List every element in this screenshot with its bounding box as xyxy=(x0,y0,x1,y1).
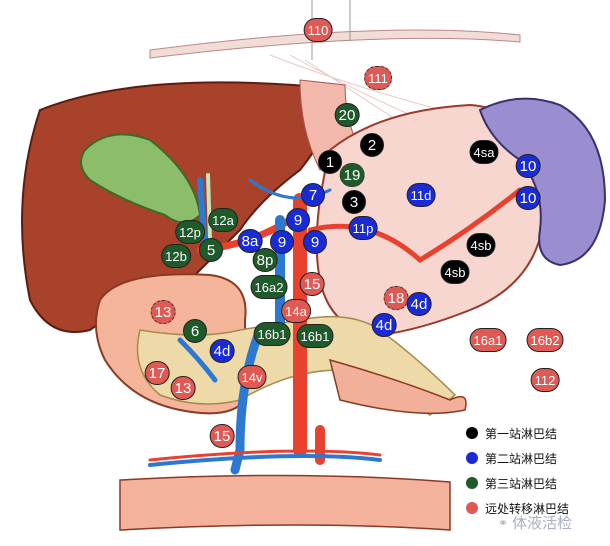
legend-item-second-station: 第二站淋巴结 xyxy=(466,447,569,469)
lymph-node-7: 7 xyxy=(301,183,325,207)
lymph-node-9: 9 xyxy=(270,230,294,254)
lymph-node-13: 13 xyxy=(170,376,196,400)
jejunum xyxy=(328,358,467,415)
lymph-node-112: 112 xyxy=(530,368,560,392)
legend-dot xyxy=(466,452,478,464)
lymph-node-16b1: 16b1 xyxy=(253,322,291,346)
wechat-icon: ⚭ xyxy=(498,515,509,530)
lymph-node-4sb: 4sb xyxy=(440,260,470,284)
lymph-node-11p: 11p xyxy=(348,216,378,240)
legend: 第一站淋巴结 第二站淋巴结 第三站淋巴结 远处转移淋巴结 xyxy=(466,422,569,522)
lymph-node-16b2: 16b2 xyxy=(526,328,564,352)
legend-label: 第三站淋巴结 xyxy=(485,476,558,491)
lymph-node-4d: 4d xyxy=(371,313,397,337)
lymph-node-9: 9 xyxy=(286,208,310,232)
lymph-node-4d: 4d xyxy=(406,292,432,316)
lymph-node-6: 6 xyxy=(183,319,207,343)
legend-label: 第二站淋巴结 xyxy=(485,451,558,466)
lymph-node-9: 9 xyxy=(303,230,327,254)
lymph-node-19: 19 xyxy=(339,163,365,187)
legend-item-third-station: 第三站淋巴结 xyxy=(466,472,569,494)
legend-item-first-station: 第一站淋巴结 xyxy=(466,422,569,444)
lymph-node-16a1: 16a1 xyxy=(469,328,507,352)
legend-dot xyxy=(466,502,478,514)
lymph-node-12a: 12a xyxy=(208,208,238,232)
lymph-node-3: 3 xyxy=(342,190,366,214)
lymph-node-14a: 14a xyxy=(281,299,311,323)
lymph-node-1: 1 xyxy=(318,150,342,174)
lymph-node-15: 15 xyxy=(209,424,235,448)
lymph-node-8p: 8p xyxy=(252,248,278,272)
legend-dot xyxy=(466,427,478,439)
lymph-node-10: 10 xyxy=(515,154,541,178)
lymph-node-16a2: 16a2 xyxy=(250,275,288,299)
lymph-node-10: 10 xyxy=(515,186,541,210)
lymph-node-5: 5 xyxy=(199,238,223,262)
lymph-node-17: 17 xyxy=(144,361,170,385)
lymph-node-4d: 4d xyxy=(209,339,235,363)
legend-label: 远处转移淋巴结 xyxy=(485,501,570,516)
lymph-node-12p: 12p xyxy=(175,220,205,244)
lymph-node-2: 2 xyxy=(360,133,384,157)
transverse-colon xyxy=(119,474,451,531)
watermark: ⚭ 体液活检 xyxy=(498,512,572,533)
lymph-node-18: 18 xyxy=(383,286,409,310)
lymph-node-110: 110 xyxy=(303,18,333,42)
lymph-node-4sa: 4sa xyxy=(469,140,499,164)
lymph-node-4sb: 4sb xyxy=(466,233,496,257)
lymph-node-16b1: 16b1 xyxy=(296,324,334,348)
legend-label: 第一站淋巴结 xyxy=(485,426,558,441)
legend-dot xyxy=(466,477,478,489)
lymph-node-12b: 12b xyxy=(161,244,191,268)
lymph-node-111: 111 xyxy=(364,66,392,90)
legend-item-distant-metastasis: 远处转移淋巴结 xyxy=(466,497,569,519)
lymph-node-11d: 11d xyxy=(406,183,436,207)
lymph-node-20: 20 xyxy=(334,103,360,127)
lymph-node-14v: 14v xyxy=(237,365,267,389)
lymph-node-13: 13 xyxy=(150,300,176,324)
watermark-text: 体液活检 xyxy=(512,515,573,532)
lymph-node-15: 15 xyxy=(299,272,325,296)
